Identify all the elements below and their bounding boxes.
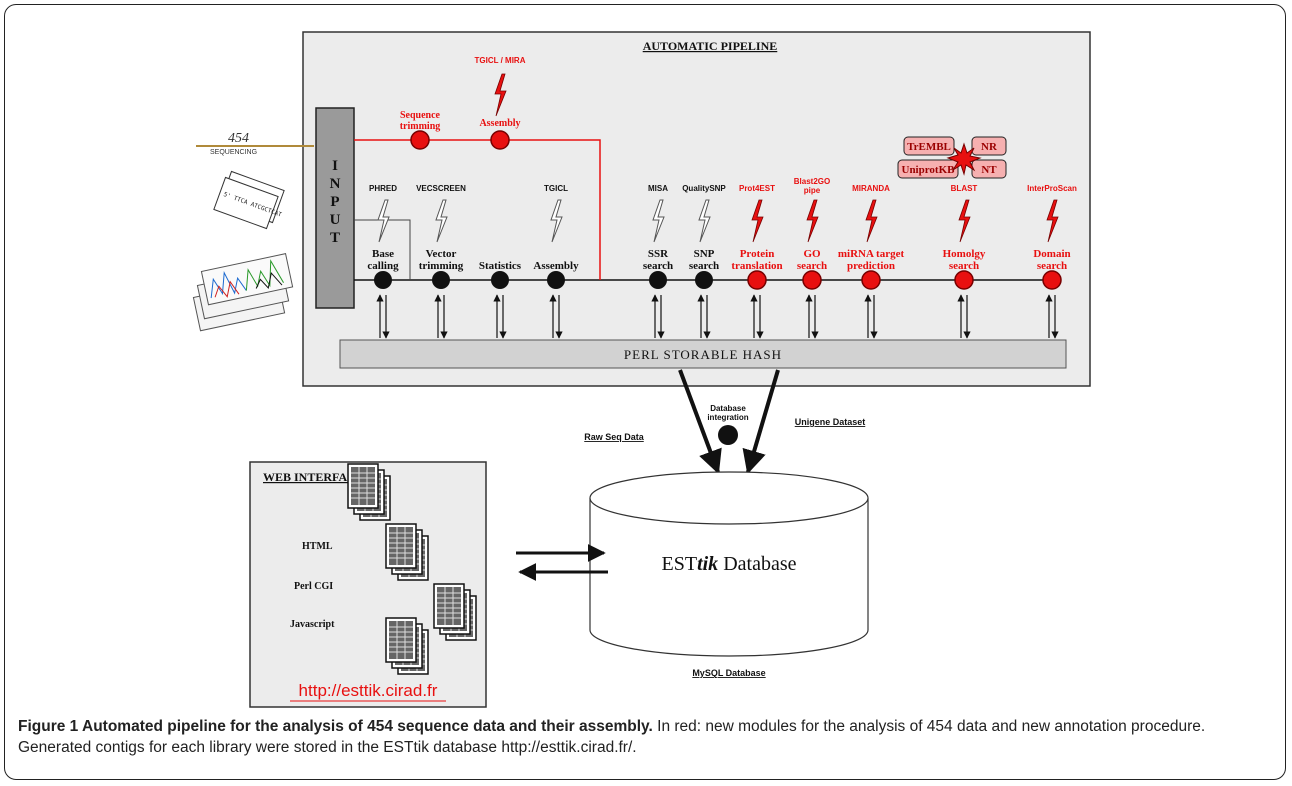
caption-text: In red: new modules for the analysis of … bbox=[18, 718, 1206, 756]
databases-cluster: TrEMBL NR UniprotKB NT bbox=[897, 136, 1007, 179]
svg-text:Assembly: Assembly bbox=[533, 260, 579, 272]
sequence-trimming-node bbox=[410, 130, 430, 150]
document-stack-icon-1 bbox=[347, 463, 391, 521]
svg-text:SNP: SNP bbox=[694, 248, 715, 260]
step-mirna-target: MIRANDA miRNA target prediction bbox=[838, 184, 905, 290]
storage-label: PERL STORABLE HASH bbox=[624, 347, 782, 362]
storage-arrows bbox=[376, 294, 1059, 339]
svg-text:N: N bbox=[330, 176, 341, 192]
document-stack-icon-3 bbox=[433, 583, 477, 641]
raw-seq-arrow bbox=[678, 369, 722, 475]
svg-text:Javascript: Javascript bbox=[290, 619, 335, 630]
svg-text:pipe: pipe bbox=[804, 186, 821, 195]
svg-text:search: search bbox=[797, 260, 827, 272]
svg-text:Base: Base bbox=[372, 248, 394, 260]
step-ssr-search: MISA SSR search bbox=[643, 184, 673, 289]
svg-text:Domain: Domain bbox=[1033, 248, 1070, 260]
step-go-search: Blast2GO pipe GO search bbox=[794, 177, 830, 290]
svg-text:translation: translation bbox=[731, 260, 782, 272]
svg-text:Protein: Protein bbox=[740, 248, 775, 260]
svg-text:Vector: Vector bbox=[426, 248, 457, 260]
web-items: HTML Perl CGI Javascript bbox=[290, 541, 335, 630]
db-integration-node bbox=[718, 425, 738, 445]
svg-text:UniprotKB: UniprotKB bbox=[902, 164, 956, 176]
raw-seq-label: Raw Seq Data bbox=[584, 432, 645, 442]
db-integration-label: Database integration bbox=[707, 404, 748, 422]
tgicl-mira-label: TGICL / MIRA bbox=[475, 56, 526, 65]
svg-text:MIRANDA: MIRANDA bbox=[852, 184, 890, 193]
sequence-trimming-label: Sequence trimming bbox=[400, 110, 441, 132]
svg-text:SSR: SSR bbox=[648, 248, 669, 260]
assembly-454-node bbox=[490, 130, 510, 150]
svg-text:search: search bbox=[643, 260, 673, 272]
svg-text:miRNA target: miRNA target bbox=[838, 248, 905, 260]
svg-text:MISA: MISA bbox=[648, 184, 668, 193]
svg-text:HTML: HTML bbox=[302, 541, 333, 552]
unigene-label: Unigene Dataset bbox=[795, 417, 866, 427]
svg-text:NT: NT bbox=[981, 164, 997, 176]
step-snp-search: QualitySNP SNP search bbox=[682, 184, 726, 289]
chromatogram-icon bbox=[192, 253, 294, 332]
document-stack-icon-4 bbox=[385, 617, 429, 675]
pipeline-panel bbox=[302, 31, 1091, 387]
step-assembly: TGICL Assembly bbox=[533, 184, 579, 289]
web-url[interactable]: http://esttik.cirad.fr bbox=[299, 681, 438, 700]
step-domain-search: InterProScan Domain search bbox=[1027, 184, 1077, 290]
step-base-calling: PHRED Base calling bbox=[367, 184, 399, 289]
step-protein-translation: Prot4EST Protein translation bbox=[731, 184, 783, 290]
svg-text:BLAST: BLAST bbox=[951, 184, 978, 193]
svg-text:prediction: prediction bbox=[847, 260, 895, 272]
svg-text:Blast2GO: Blast2GO bbox=[794, 177, 830, 186]
perl-storable-hash bbox=[339, 339, 1067, 369]
svg-text:SEQUENCING: SEQUENCING bbox=[210, 149, 257, 156]
web-interface-title: WEB INTERFACE bbox=[263, 470, 364, 484]
pipeline-diagram: AUTOMATIC PIPELINE I N P U T 454 SEQUENC… bbox=[192, 31, 1091, 708]
pipeline-title: AUTOMATIC PIPELINE bbox=[643, 39, 778, 53]
svg-text:QualitySNP: QualitySNP bbox=[682, 184, 726, 193]
esttik-database-cylinder bbox=[589, 471, 869, 657]
input-label: I N P U T bbox=[330, 158, 341, 246]
caption-title: Figure 1 Automated pipeline for the anal… bbox=[18, 718, 653, 735]
step-vector-trimming: VECSCREEN Vector trimming bbox=[416, 184, 466, 289]
document-stack-icon-2 bbox=[385, 523, 429, 581]
svg-text:search: search bbox=[689, 260, 719, 272]
mysql-label: MySQL Database bbox=[692, 668, 765, 678]
input-bar bbox=[315, 107, 355, 309]
svg-text:Sequence: Sequence bbox=[400, 110, 441, 121]
svg-text:Perl CGI: Perl CGI bbox=[294, 581, 333, 592]
svg-text:InterProScan: InterProScan bbox=[1027, 184, 1077, 193]
svg-text:search: search bbox=[1037, 260, 1067, 272]
database-name: ESTtik Database bbox=[662, 553, 797, 575]
svg-text:NR: NR bbox=[981, 141, 998, 153]
svg-text:VECSCREEN: VECSCREEN bbox=[416, 184, 466, 193]
step-statistics: Statistics bbox=[479, 260, 522, 289]
svg-text:Homolgy: Homolgy bbox=[943, 248, 986, 260]
step-homology-search: BLAST Homolgy search bbox=[943, 184, 986, 290]
unigene-arrow bbox=[742, 369, 780, 475]
svg-text:integration: integration bbox=[707, 413, 748, 422]
svg-text:I: I bbox=[332, 158, 338, 174]
sanger-sheets-icon: 5' TTCA ATCGCTCAT bbox=[213, 170, 285, 230]
figure-caption: Figure 1 Automated pipeline for the anal… bbox=[18, 716, 1273, 758]
svg-text:search: search bbox=[949, 260, 979, 272]
svg-text:calling: calling bbox=[367, 260, 399, 272]
svg-text:trimming: trimming bbox=[400, 121, 441, 132]
seq454-logo: 454 SEQUENCING bbox=[196, 131, 314, 156]
svg-text:PHRED: PHRED bbox=[369, 184, 397, 193]
svg-text:454: 454 bbox=[228, 131, 249, 146]
svg-text:GO: GO bbox=[803, 248, 821, 260]
svg-text:U: U bbox=[330, 212, 341, 228]
svg-text:TrEMBL: TrEMBL bbox=[907, 141, 951, 153]
svg-text:Prot4EST: Prot4EST bbox=[739, 184, 775, 193]
svg-text:TGICL: TGICL bbox=[544, 184, 568, 193]
svg-text:trimming: trimming bbox=[419, 260, 464, 272]
svg-text:T: T bbox=[330, 230, 340, 246]
svg-text:P: P bbox=[330, 194, 339, 210]
svg-text:Database: Database bbox=[710, 404, 746, 413]
svg-text:Statistics: Statistics bbox=[479, 260, 522, 272]
assembly-454-label: Assembly bbox=[479, 118, 520, 129]
